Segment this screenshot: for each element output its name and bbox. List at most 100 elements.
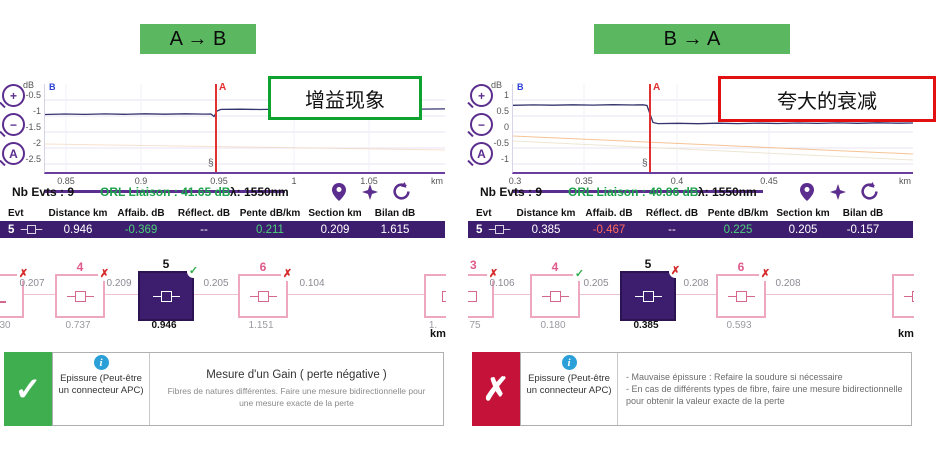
- x-tick: 0.45: [760, 176, 778, 186]
- event-box-4[interactable]: 4 ✗: [55, 260, 111, 318]
- event-number: 5: [476, 223, 483, 236]
- event-number: 5: [644, 257, 652, 271]
- col-bilan: Bilan dB: [842, 208, 884, 219]
- section-length: 0.207: [19, 278, 45, 289]
- reflect-cell: --: [200, 223, 208, 236]
- zoom-in-icon[interactable]: +: [2, 84, 25, 107]
- refresh-icon[interactable]: [392, 182, 411, 204]
- event-number: 5: [8, 223, 15, 236]
- event-distance: 0.385: [633, 320, 659, 331]
- event-marker-glyph: §: [208, 158, 214, 169]
- slope-cell: 0.225: [723, 223, 753, 236]
- col-pente: Pente dB/km: [239, 208, 301, 219]
- event-box-5-selected[interactable]: 5 ✓: [138, 257, 200, 321]
- direction-header-ab: A → B: [140, 24, 256, 54]
- y-tick: -1: [32, 106, 41, 116]
- cursor-a-line[interactable]: [215, 84, 217, 172]
- cursor-b-label: B: [517, 82, 524, 92]
- section-length: 0.106: [489, 278, 515, 289]
- event-distance: 0.737: [65, 320, 91, 331]
- splice-icon: [66, 290, 94, 302]
- zoom-auto-icon[interactable]: A: [470, 142, 493, 165]
- cursor-star-icon[interactable]: [362, 184, 378, 203]
- event-map: 3 ✗ 75 0.106 4 ✓ 0.180 0.205 5 ✗ 0.385 0…: [468, 256, 914, 348]
- event-table-row-selected[interactable]: 5 0.946 -0.369 -- 0.211 0.209 1.615: [0, 221, 445, 238]
- event-number-cell: 5: [0, 224, 46, 236]
- y-tick: -0.5: [25, 90, 41, 100]
- info-icon[interactable]: i: [561, 355, 577, 370]
- status-bar: Nb Evts : 9 ORL Liaison : 40.86 dB λ: 15…: [468, 182, 920, 206]
- cursor-b-label: B: [49, 82, 56, 92]
- event-box-4[interactable]: 4 ✓: [530, 260, 586, 318]
- diagnosis-title: Mesure d'un Gain ( perte négative ): [206, 369, 387, 382]
- event-number: 3: [470, 258, 477, 272]
- event-box-edge-right[interactable]: [424, 274, 446, 318]
- zoom-in-icon[interactable]: +: [470, 84, 493, 107]
- col-distance: Distance km: [48, 208, 108, 219]
- event-box-6[interactable]: 6 ✗: [238, 260, 294, 318]
- splice-icon: [152, 290, 180, 302]
- event-box-edge-left[interactable]: ✗: [468, 268, 500, 318]
- zoom-range-indicator[interactable]: [45, 190, 285, 193]
- x-tick: 1: [291, 176, 297, 186]
- x-tick: 0.35: [575, 176, 593, 186]
- event-number: 6: [737, 260, 745, 274]
- event-box-edge-left[interactable]: ✗: [0, 268, 30, 318]
- col-reflect: Réflect. dB: [645, 208, 699, 219]
- zoom-out-icon[interactable]: −: [2, 113, 25, 136]
- cursor-a-label: A: [653, 82, 661, 93]
- zoom-out-icon[interactable]: −: [470, 113, 493, 136]
- event-table-row-selected[interactable]: 5 0.385 -0.467 -- 0.225 0.205 -0.157: [468, 221, 913, 238]
- fail-badge: ✗: [487, 268, 500, 281]
- otdr-trace: [513, 84, 913, 172]
- cursor-a-line[interactable]: [649, 84, 651, 172]
- fiber-line: [468, 294, 914, 295]
- wavelength-label: λ: 1550nm: [230, 185, 289, 199]
- diagnosis-body: - Mauvaise épissure : Refaire la soudure…: [626, 371, 903, 407]
- col-bilan: Bilan dB: [374, 208, 416, 219]
- bend-event-icon: [0, 290, 6, 303]
- col-section: Section km: [776, 208, 830, 219]
- section-length: 0.208: [775, 278, 801, 289]
- x-axis-unit: km: [431, 176, 443, 186]
- event-table-header: Evt Distance km Affaib. dB Réflect. dB P…: [0, 208, 445, 221]
- col-section: Section km: [308, 208, 362, 219]
- fiber-line: [0, 294, 446, 295]
- splice-icon: [634, 290, 662, 302]
- marker-pin-icon[interactable]: [332, 183, 346, 204]
- panel-a-to-b: A → B + − A dB B -0.5 -1 -1.5 -2 -2.5: [0, 0, 468, 462]
- event-type-cell: i Epissure (Peut-être un connecteur APC): [53, 353, 150, 425]
- event-box-5-selected[interactable]: 5 ✗: [620, 257, 682, 321]
- fail-badge: ✗: [759, 268, 772, 281]
- distance-cell: 0.946: [63, 223, 93, 236]
- y-tick: 0.5: [496, 106, 509, 116]
- splice-icon: [541, 290, 569, 302]
- y-tick: -0.5: [493, 138, 509, 148]
- event-distance: 30: [0, 320, 11, 331]
- zoom-controls: + − A: [470, 84, 494, 171]
- col-evt: Evt: [476, 208, 492, 219]
- cursor-star-icon[interactable]: [830, 184, 846, 203]
- refresh-icon[interactable]: [860, 182, 879, 204]
- info-icon[interactable]: i: [93, 355, 109, 370]
- loss-cell: -0.467: [592, 223, 626, 236]
- verdict-fail-icon: ✗: [472, 352, 520, 426]
- zoom-auto-icon[interactable]: A: [2, 142, 25, 165]
- event-box-6[interactable]: 6 ✗: [716, 260, 772, 318]
- marker-pin-icon[interactable]: [800, 183, 814, 204]
- trace-plot-area[interactable]: dB B 1 0.5 0 -0.5 -1: [491, 80, 913, 193]
- y-tick: 0: [503, 122, 509, 132]
- x-tick: 0.3: [508, 176, 522, 186]
- col-distance: Distance km: [516, 208, 576, 219]
- event-distance: 1.151: [248, 320, 274, 331]
- budget-cell: 1.615: [380, 223, 410, 236]
- connector-event-icon: [441, 290, 446, 302]
- section-length: 0.104: [299, 278, 325, 289]
- event-distance: 0.180: [540, 320, 566, 331]
- splice-icon: [21, 225, 43, 234]
- zoom-range-indicator[interactable]: [513, 190, 763, 193]
- pass-badge: ✓: [187, 265, 200, 278]
- connector-event-icon: [468, 290, 477, 302]
- event-type-label: Epissure (Peut-être un connecteur APC): [58, 373, 144, 396]
- event-box-edge-right[interactable]: [892, 274, 914, 318]
